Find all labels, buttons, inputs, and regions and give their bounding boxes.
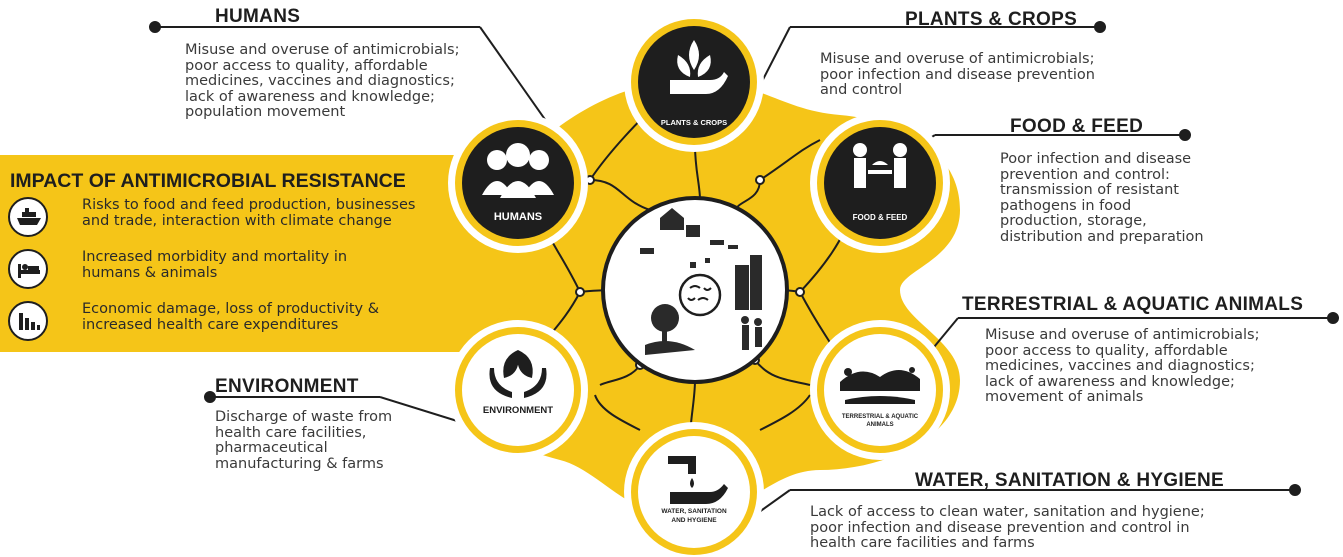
impact-item-text: Increased morbidity and mortality in hum… [82, 249, 348, 281]
declining-bar-chart-icon [8, 301, 48, 341]
water-title: WATER, SANITATION & HYGIENE [915, 470, 1224, 491]
water-circle-label-line2: AND HYGIENE [671, 517, 717, 524]
impact-item: Risks to food and feed production, busin… [8, 197, 448, 239]
environment-circle [448, 320, 588, 460]
center-ecosystem-circle [601, 196, 789, 384]
food-circle [810, 113, 950, 253]
hospital-bed-icon [8, 249, 48, 289]
plant-in-hand-icon [670, 40, 728, 94]
tree-icon [651, 304, 679, 332]
water-description: Lack of access to clean water, sanitatio… [810, 504, 1205, 551]
impact-item-text: Risks to food and feed production, busin… [82, 197, 416, 229]
animals-description: Misuse and overuse of antimicrobials; po… [985, 327, 1260, 405]
food-exchange-icon [853, 143, 907, 188]
animals-circle-label-line1: TERRESTRIAL & AQUATIC [842, 414, 919, 420]
environment-description: Discharge of waste from health care faci… [215, 409, 393, 472]
environment-title: ENVIRONMENT [215, 376, 359, 397]
plants-title: PLANTS & CROPS [905, 9, 1078, 30]
buildings-icon [735, 265, 749, 310]
food-description: Poor infection and disease prevention an… [1000, 151, 1204, 245]
water-circle [624, 422, 764, 557]
humans-circle [448, 113, 588, 253]
humans-circle-label: HUMANS [494, 211, 542, 223]
impact-item-text: Economic damage, loss of productivity & … [82, 301, 380, 333]
humans-description: Misuse and overuse of antimicrobials; po… [185, 42, 460, 120]
environment-circle-label: ENVIRONMENT [483, 405, 553, 416]
animals-circle-label-line2: ANIMALS [866, 422, 893, 428]
animals-title: TERRESTRIAL & AQUATIC ANIMALS [962, 294, 1304, 315]
microbe-dish-icon [678, 273, 722, 317]
animals-landscape-icon [840, 367, 920, 404]
impact-item: Increased morbidity and mortality in hum… [8, 249, 448, 291]
impact-item: Economic damage, loss of productivity & … [8, 301, 448, 343]
leaf-in-hands-icon [489, 350, 547, 398]
plants-description: Misuse and overuse of antimicrobials; po… [820, 51, 1095, 98]
cargo-ship-icon [8, 197, 48, 237]
food-title: FOOD & FEED [1010, 116, 1144, 137]
people-group-icon [482, 143, 554, 198]
plants-circle [624, 12, 764, 152]
animals-circle [810, 320, 950, 460]
plants-circle-label: PLANTS & CROPS [661, 118, 727, 127]
food-circle-label: FOOD & FEED [853, 213, 908, 222]
humans-title: HUMANS [215, 6, 301, 27]
barn-icon [660, 208, 684, 230]
water-circle-label-line1: WATER, SANITATION [661, 508, 727, 515]
impact-title: IMPACT OF ANTIMICROBIAL RESISTANCE [10, 170, 406, 192]
tap-and-hand-icon [668, 456, 728, 504]
